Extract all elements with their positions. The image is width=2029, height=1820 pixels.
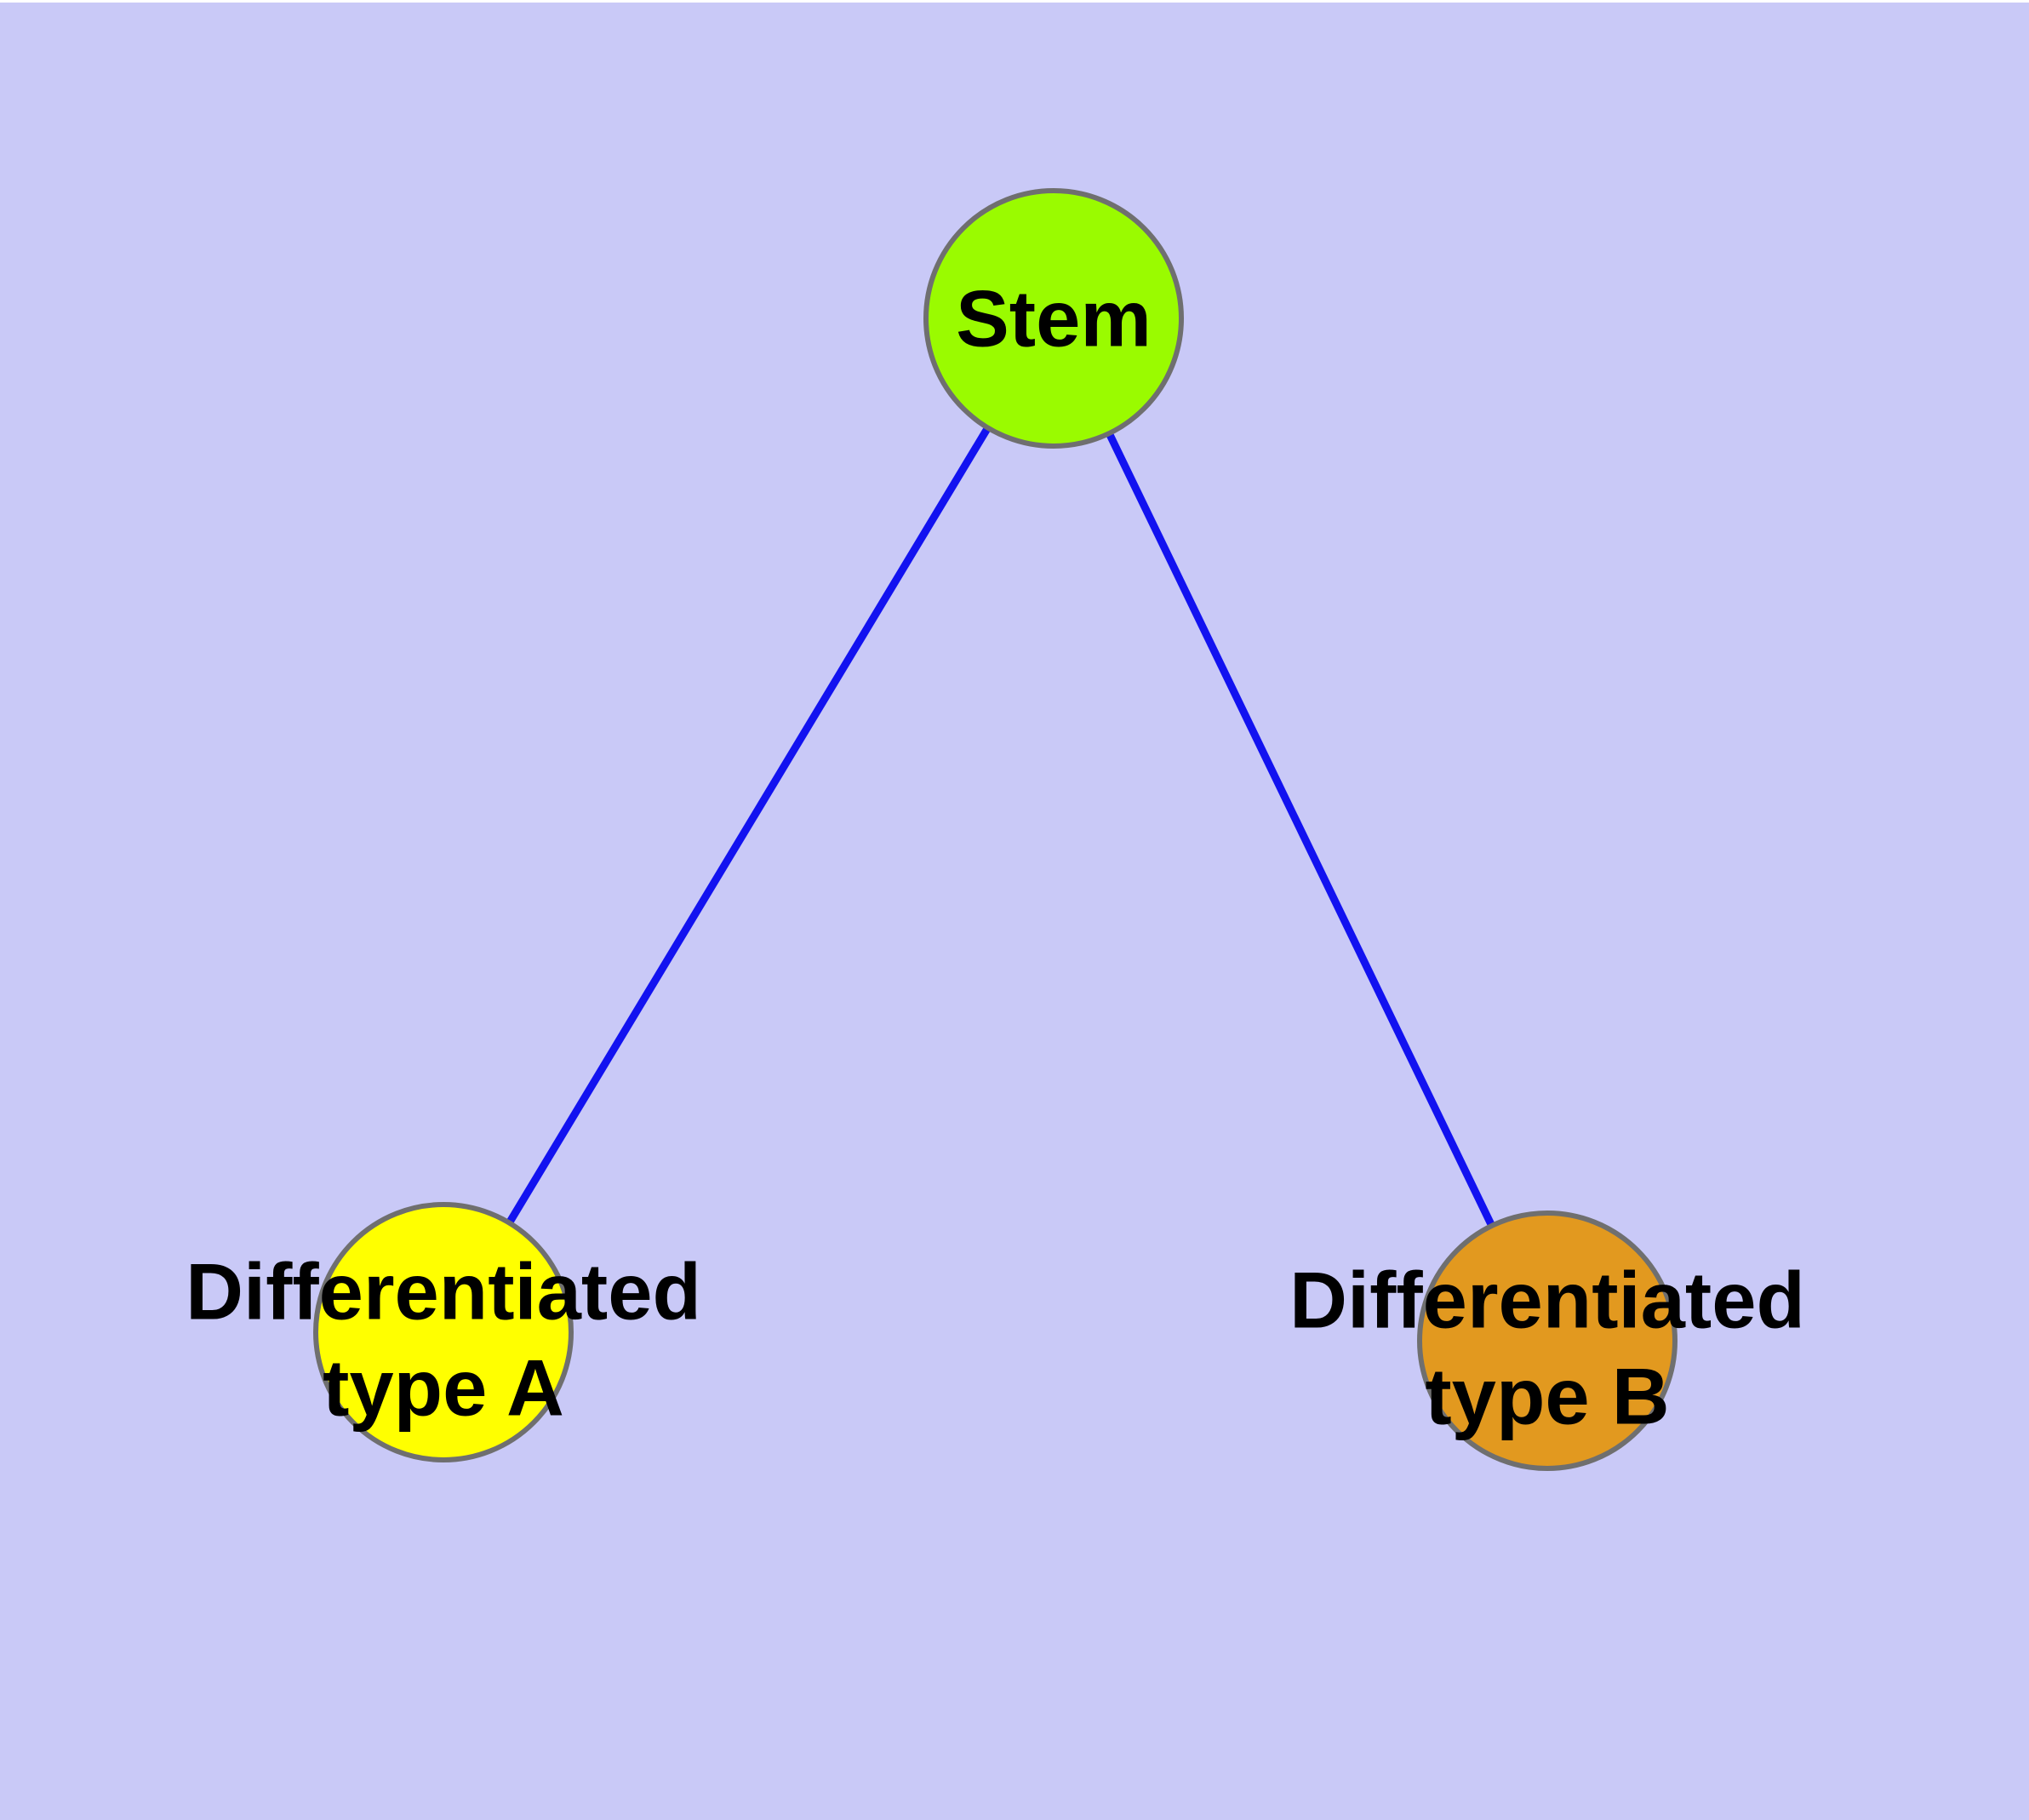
node-differentiated-type-a: Differentiated type A — [186, 1202, 701, 1462]
node-stem-circle — [923, 188, 1184, 449]
node-differentiated-type-a-label-line1: Differentiated — [186, 1247, 701, 1336]
edge-stem-to-type-b — [1049, 317, 1552, 1342]
node-differentiated-type-b-label-line2: type B — [1425, 1352, 1669, 1441]
node-differentiated-type-b-label-line1: Differentiated — [1289, 1256, 1805, 1345]
node-differentiated-type-a-circle — [313, 1202, 574, 1462]
node-differentiated-type-b-circle — [1417, 1210, 1677, 1471]
node-differentiated-type-b: Differentiated type B — [1289, 1210, 1805, 1471]
edge-stem-to-type-a — [440, 316, 1057, 1335]
node-stem: Stem — [923, 188, 1184, 449]
top-margin-strip — [0, 0, 2029, 3]
node-stem-label: Stem — [956, 274, 1152, 363]
node-differentiated-type-a-label-line2: type A — [323, 1343, 564, 1433]
